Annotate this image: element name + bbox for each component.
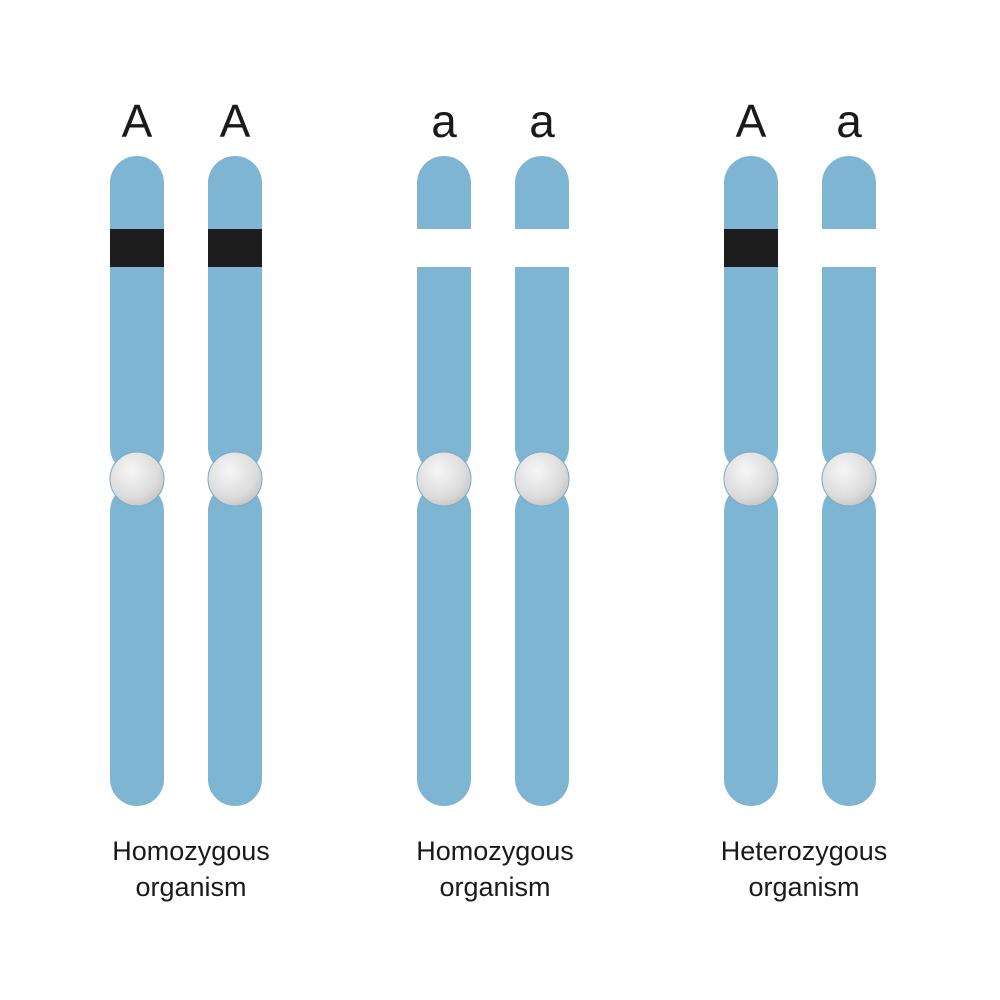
recessive-allele-band (417, 229, 471, 267)
chromosome: A (207, 95, 263, 806)
chromosome-upper-arm (110, 156, 164, 474)
organism-caption-line1: Heterozygous (721, 836, 888, 866)
chromosome-lower-arm (417, 484, 471, 806)
dominant-allele-band (208, 229, 262, 267)
allele-label: A (122, 95, 153, 147)
organism-caption-line2: organism (135, 872, 246, 902)
organism-caption-line1: Homozygous (112, 836, 270, 866)
chromosome-upper-arm (724, 156, 778, 474)
centromere-icon (723, 451, 779, 507)
organism-caption-line1: Homozygous (416, 836, 574, 866)
allele-label: A (220, 95, 251, 147)
dominant-allele-band (110, 229, 164, 267)
chromosome: a (821, 95, 877, 806)
allele-label: a (529, 95, 555, 147)
centromere-icon (514, 451, 570, 507)
chromosome-lower-arm (515, 484, 569, 806)
chromosome-upper-arm (515, 156, 569, 474)
allele-label: a (431, 95, 457, 147)
organism-caption-line2: organism (439, 872, 550, 902)
chromosome-lower-arm (208, 484, 262, 806)
organism-group: A A Homozygous organism (109, 95, 270, 902)
centromere-icon (416, 451, 472, 507)
chromosome: a (416, 95, 472, 806)
chromosome-upper-arm (208, 156, 262, 474)
centromere-icon (821, 451, 877, 507)
chromosome-lower-arm (822, 484, 876, 806)
allele-label: a (836, 95, 862, 147)
organism-caption-line2: organism (748, 872, 859, 902)
chromosome-upper-arm (417, 156, 471, 474)
centromere-icon (109, 451, 165, 507)
recessive-allele-band (822, 229, 876, 267)
chromosome-lower-arm (724, 484, 778, 806)
recessive-allele-band (515, 229, 569, 267)
chromosome: A (109, 95, 165, 806)
allele-label: A (736, 95, 767, 147)
chromosome-lower-arm (110, 484, 164, 806)
chromosome: a (514, 95, 570, 806)
chromosome-upper-arm (822, 156, 876, 474)
dominant-allele-band (724, 229, 778, 267)
chromosome: A (723, 95, 779, 806)
centromere-icon (207, 451, 263, 507)
